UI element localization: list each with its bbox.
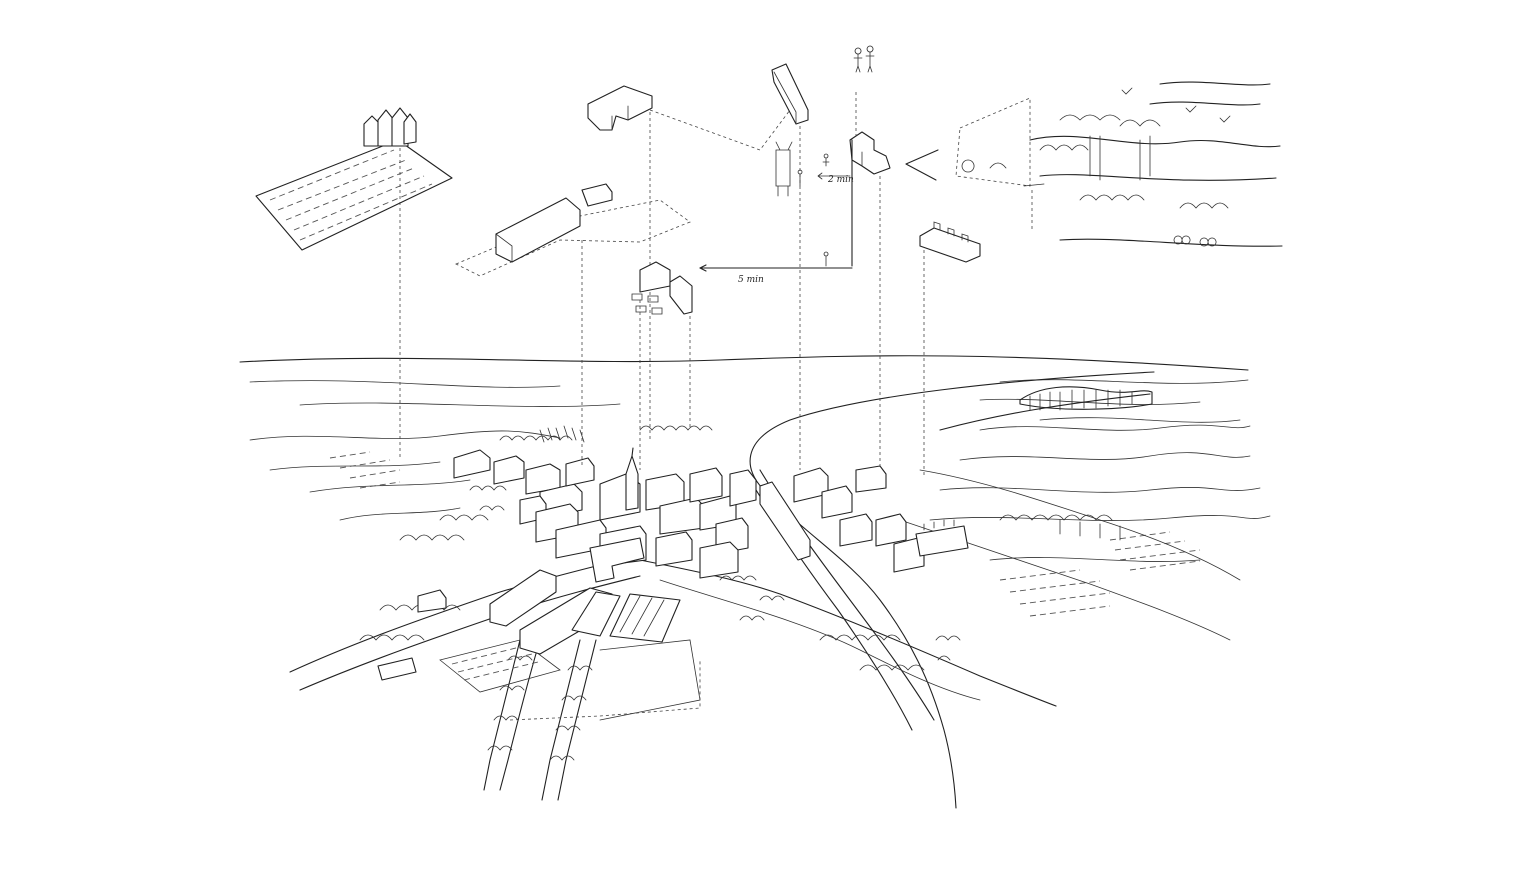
field-barns-diagram bbox=[255, 107, 453, 458]
fields-south bbox=[439, 639, 701, 721]
barn-plot-diagram bbox=[455, 183, 691, 466]
walk-time-long-label: 5 min bbox=[738, 275, 764, 285]
hedgerows bbox=[359, 514, 1121, 801]
village bbox=[377, 425, 969, 681]
distant-grove bbox=[1019, 386, 1153, 411]
terrace-block-diagram bbox=[919, 221, 981, 476]
walk-time-short-label: 2 min bbox=[827, 175, 854, 185]
landscape-vignette bbox=[955, 81, 1283, 247]
walk-distance-diagram: 2 min 5 min bbox=[699, 45, 939, 470]
farmstead-diagram bbox=[631, 261, 693, 470]
courtyard-building-diagram bbox=[587, 85, 791, 440]
terrain-left bbox=[249, 430, 561, 521]
slab-building-diagram bbox=[771, 63, 809, 470]
